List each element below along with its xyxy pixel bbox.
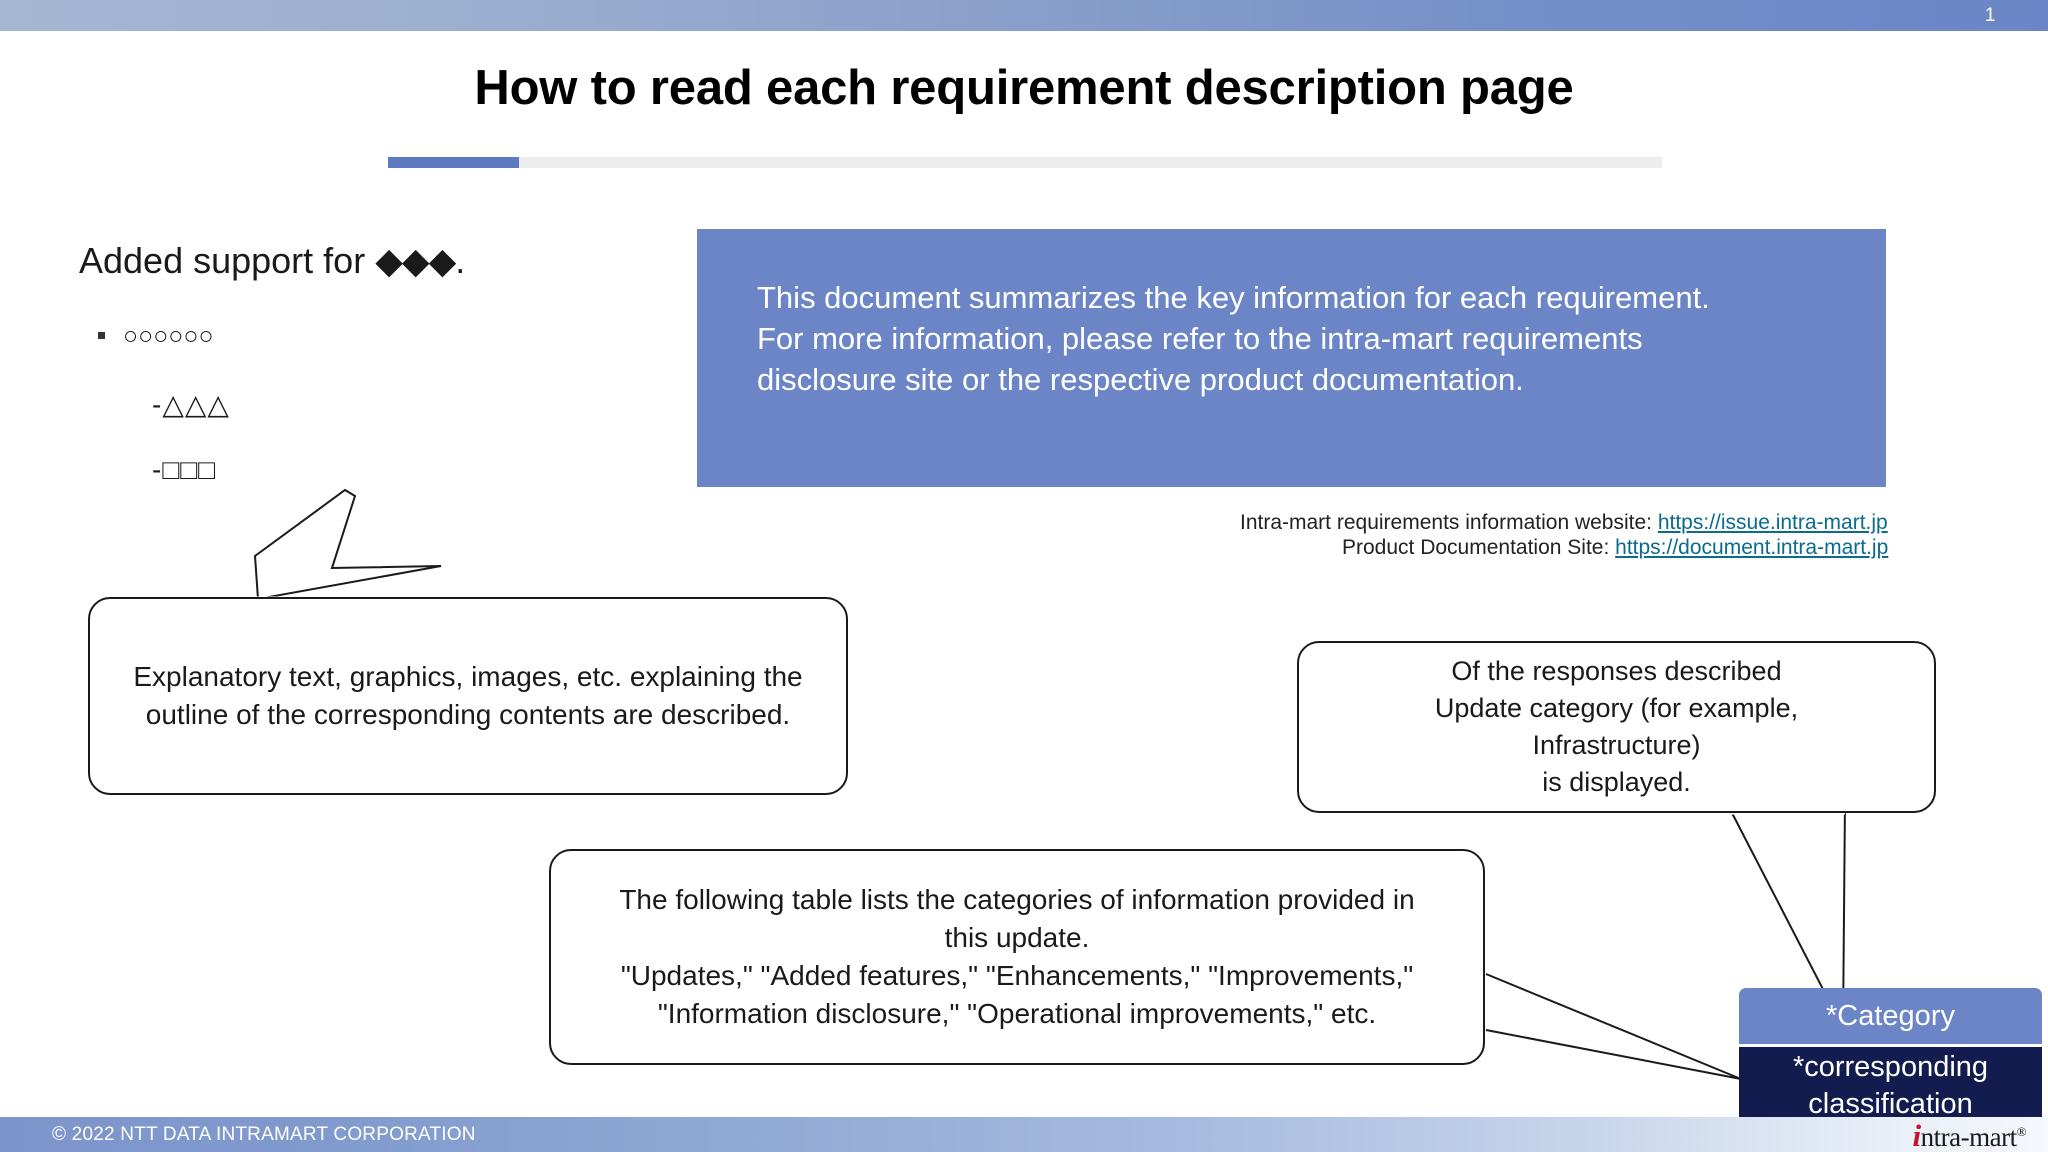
reference-label-issue: Intra-mart requirements information webs…	[1240, 511, 1658, 534]
header-band	[0, 0, 2048, 31]
callout-left-tail	[253, 488, 442, 601]
page-title: How to read each requirement description…	[474, 61, 1574, 115]
callout-right-line-3: Infrastructure)	[1532, 730, 1701, 760]
callout-explanatory-text: Explanatory text, graphics, images, etc.…	[88, 597, 848, 795]
outline-bullet-level3: -□□□	[152, 454, 217, 485]
callout-bottom-line-3: "Updates," "Added features," "Enhancemen…	[620, 960, 1414, 991]
page-number: 1	[1984, 5, 1996, 26]
category-box: *Category	[1739, 988, 2042, 1044]
info-box-line-1: This document summarizes the key informa…	[757, 280, 1710, 315]
callout-bottom-line-2: this update.	[944, 922, 1090, 953]
outline-lead-text: Added support for	[79, 240, 376, 281]
reference-line-document: Product Documentation Site: https://docu…	[1342, 536, 1888, 560]
outline-diamond-symbols: ◆◆◆	[375, 240, 456, 281]
callout-update-category: Of the responses described Update catego…	[1297, 641, 1936, 813]
callout-right-line-1: Of the responses described	[1451, 656, 1782, 686]
title-rule	[388, 157, 1662, 168]
callout-bottom-line-1: The following table lists the categories…	[619, 884, 1415, 915]
callout-update-category-label: Of the responses described Update catego…	[1435, 653, 1798, 801]
callout-category-table: The following table lists the categories…	[549, 849, 1485, 1065]
copyright-text: © 2022 NTT DATA INTRAMART CORPORATION	[52, 1124, 476, 1145]
outline-lead-period: .	[455, 240, 466, 281]
info-box-line-2: For more information, please refer to th…	[757, 321, 1643, 356]
callout-explanatory-text-label: Explanatory text, graphics, images, etc.…	[133, 661, 803, 730]
title-rule-accent	[388, 157, 519, 168]
footer-band	[0, 1117, 2048, 1152]
outline-lead-line: Added support for ◆◆◆.	[79, 240, 465, 282]
outline-bullet-level1-label: ○○○○○○	[123, 322, 214, 350]
document-site-link[interactable]: https://document.intra-mart.jp	[1615, 536, 1889, 559]
square-bullet-icon	[98, 331, 105, 339]
info-box: This document summarizes the key informa…	[697, 229, 1886, 487]
reference-line-issue: Intra-mart requirements information webs…	[1240, 511, 1888, 535]
logo-wordmark: ntra-mart	[1920, 1122, 2017, 1152]
outline-bullet-level2: -△△△	[152, 389, 230, 420]
classification-box: *corresponding classification	[1739, 1047, 2042, 1121]
callout-bottom-line-4: "Information disclosure," "Operational i…	[657, 998, 1377, 1029]
info-box-line-3: disclosure site or the respective produc…	[757, 362, 1524, 397]
outline-bullet-level1: ○○○○○○	[98, 322, 214, 351]
callout-bottom-tail	[1485, 973, 1742, 1080]
logo-i-mark: i	[1912, 1118, 1922, 1152]
callout-category-table-label: The following table lists the categories…	[619, 881, 1414, 1033]
intra-mart-logo: intra-mart®	[1912, 1118, 2027, 1152]
callout-right-line-4: is displayed.	[1542, 767, 1691, 797]
issue-site-link[interactable]: https://issue.intra-mart.jp	[1657, 511, 1888, 534]
reference-label-document: Product Documentation Site:	[1342, 536, 1616, 559]
logo-registered-icon: ®	[2016, 1124, 2027, 1139]
callout-right-line-2: Update category (for example,	[1434, 693, 1799, 723]
